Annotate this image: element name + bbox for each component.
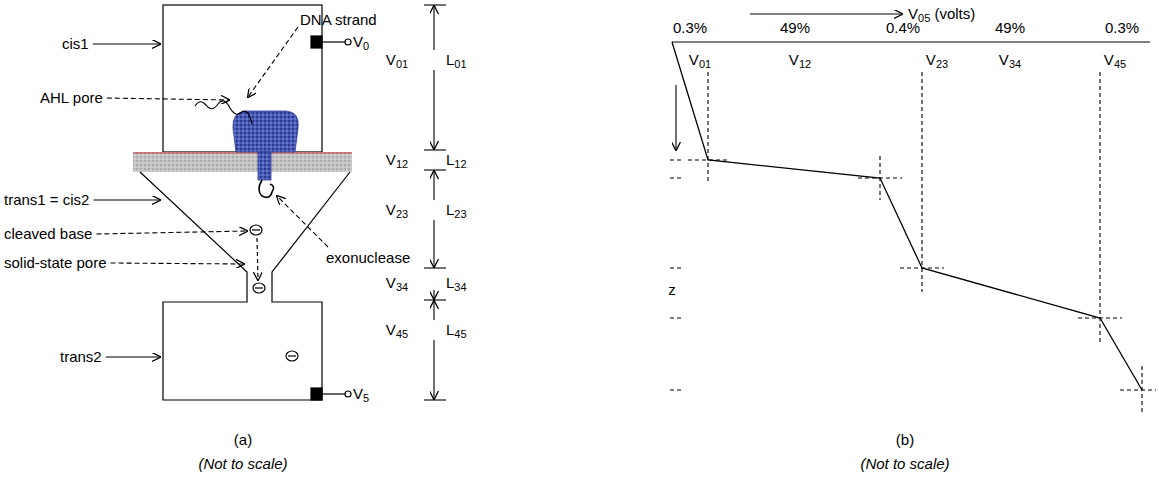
leader-line (277, 196, 328, 247)
leader-line (93, 199, 160, 200)
axis-arrow (750, 13, 902, 14)
voltage-label: V45 (386, 321, 408, 339)
terminal (345, 39, 351, 45)
voltage-label: V23 (386, 201, 408, 219)
voltage-label: V45 (1104, 51, 1126, 69)
voltage-label: V23 (926, 51, 948, 69)
percent-label: 0.4% (886, 19, 920, 37)
voltage-profile (670, 14, 1156, 412)
panel-label: (a) (234, 431, 252, 449)
percent-label: 49% (780, 19, 810, 37)
callout-label: trans1 = cis2 (4, 191, 89, 209)
leader-line (107, 98, 229, 100)
cleaved-base (250, 225, 298, 361)
electrode (311, 388, 322, 400)
note: (Not to scale) (198, 455, 287, 473)
ahl-pore-stem (258, 152, 271, 180)
length-label: L12 (446, 151, 467, 169)
membrane-edge (133, 153, 352, 154)
voltage-label: V12 (386, 151, 408, 169)
callout-label: trans2 (60, 348, 102, 366)
callout-label: AHL pore (40, 89, 103, 107)
length-label: L34 (446, 274, 467, 292)
length-label: L01 (446, 51, 467, 69)
voltage-label: V01 (386, 51, 408, 69)
callout-label: cleaved base (4, 225, 92, 243)
callout-label: solid-state pore (4, 254, 107, 272)
note: (Not to scale) (860, 455, 949, 473)
length-label: L45 (446, 321, 467, 339)
voltage-label: V01 (689, 51, 711, 69)
voltage-label: V34 (999, 51, 1021, 69)
electrode (311, 36, 322, 48)
leader-line (93, 43, 160, 44)
panel-label: (b) (896, 431, 914, 449)
axis (672, 41, 1150, 42)
nanopore-device (133, 5, 352, 400)
guide-dashes (670, 72, 1156, 412)
axis-label: z (668, 281, 676, 299)
profile-curve (672, 42, 1142, 390)
cis1-chamber (163, 5, 322, 152)
voltage-label: V12 (789, 51, 811, 69)
wire (322, 393, 345, 394)
leader-line (96, 231, 247, 234)
percent-label: 49% (995, 19, 1025, 37)
percent-label: 0.3% (1105, 19, 1139, 37)
terminal-label: V5 (353, 385, 369, 403)
terminal (345, 391, 351, 397)
exonuclease-shape (259, 180, 274, 197)
terminal-label: V0 (353, 33, 369, 51)
ahl-pore (233, 111, 298, 152)
dimension-column (424, 5, 446, 400)
base-path-arrow (257, 238, 258, 280)
leader-line (111, 263, 244, 264)
funnel-and-trans2 (140, 172, 350, 400)
leader-line (248, 27, 298, 97)
callout-label: exonuclease (326, 249, 410, 267)
z-arrow (675, 85, 676, 150)
leader-line (106, 356, 160, 357)
leader-lines (93, 27, 328, 357)
membrane (133, 152, 352, 172)
length-label: L23 (446, 201, 467, 219)
percent-label: 0.3% (673, 19, 707, 37)
callout-label: DNA strand (300, 11, 377, 29)
dna-strand (195, 101, 252, 124)
wire (322, 41, 345, 42)
voltage-label: V34 (386, 274, 408, 292)
callout-label: cis1 (62, 35, 89, 53)
